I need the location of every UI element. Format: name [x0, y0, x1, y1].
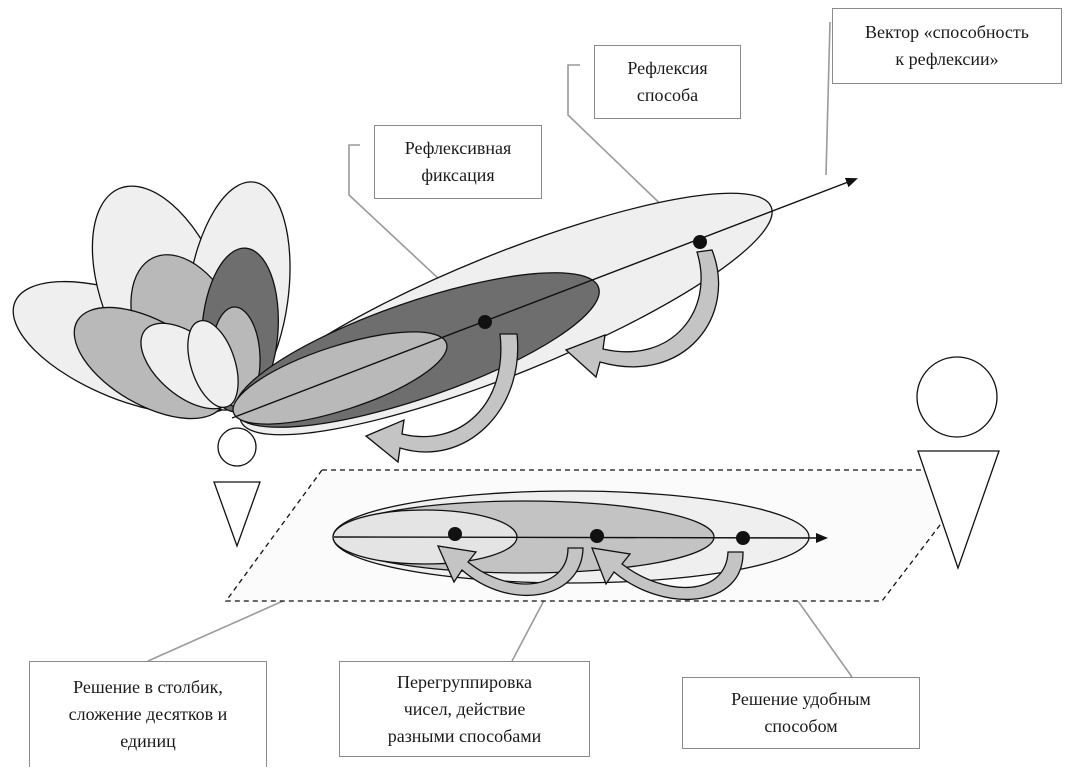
label-method-line2: способа [636, 85, 699, 105]
label-convenient-line1: Решение удобным [731, 689, 871, 709]
label-fixation-line2: фиксация [421, 165, 495, 185]
label-regrouping: Перегруппировка чисел, действие разными … [339, 661, 590, 757]
left-person-body [213, 481, 261, 548]
label-regroup-line2: чисел, действие [403, 698, 526, 719]
lower-axis-arrow [333, 532, 828, 543]
leader-line-method [567, 64, 701, 243]
vector-ellipses [232, 192, 773, 436]
label-regroup-line3: разными способами [387, 725, 542, 746]
curved-arrow-upper-2 [564, 249, 720, 379]
right-person-body [917, 450, 1000, 570]
label-fixation-line1: Рефлексивная [404, 138, 512, 158]
curved-arrow-lower-2 [590, 547, 744, 600]
lower-curved-arrows [436, 545, 744, 600]
label-vector-line2: к рефлексии» [895, 49, 999, 69]
label-method-reflection: Рефлексия способа [594, 45, 741, 119]
lower-point-3 [736, 531, 750, 545]
label-vector-reflection-ability: Вектор «способность к рефлексии» [832, 8, 1062, 84]
curved-arrow-upper-1 [364, 333, 519, 464]
label-reflexive-fixation: Рефлексивная фиксация [374, 125, 542, 199]
leader-line-vector [825, 21, 831, 176]
label-vector-line1: Вектор «способность [865, 22, 1029, 42]
label-method-line1: Рефлексия [627, 58, 708, 78]
left-person-head [217, 427, 257, 467]
petal-cluster [12, 181, 291, 420]
lower-point-1 [448, 527, 462, 541]
vector-arrow [231, 177, 858, 419]
right-person-figure [916, 356, 1000, 570]
label-column-solution: Решение в столбик, сложение десятков и е… [29, 661, 267, 767]
leader-line-fixation [348, 144, 486, 323]
left-person-figure [213, 427, 261, 548]
lower-point-2 [590, 529, 604, 543]
label-column-line2: сложение десятков и [68, 704, 228, 724]
vector-point-fixation [478, 315, 492, 329]
label-column-line3: единиц [120, 731, 176, 751]
ellipse-inner-light [232, 331, 448, 425]
label-regroup-line1: Перегруппировка [397, 671, 532, 692]
upper-curved-arrows [364, 249, 720, 464]
label-convenient-solution: Решение удобным способом [682, 677, 920, 749]
label-column-line1: Решение в столбик, [73, 677, 223, 697]
petal-inner-c [187, 320, 239, 408]
vector-point-method [693, 235, 707, 249]
right-person-head [916, 356, 998, 438]
curved-arrow-lower-1 [436, 545, 584, 596]
label-convenient-line2: способом [764, 716, 838, 736]
